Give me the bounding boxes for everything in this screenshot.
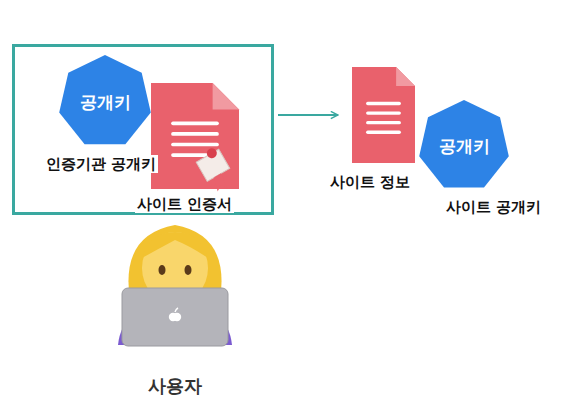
document-fold (396, 67, 415, 86)
certificate-seal (194, 145, 238, 195)
document-line (368, 111, 400, 114)
user-fringe (142, 232, 208, 258)
document-line (173, 121, 217, 125)
document-shape (151, 83, 239, 189)
laptop (122, 288, 228, 346)
document-line (368, 131, 400, 134)
key-heptagon: 공개키인증기관 공개키 (58, 55, 152, 149)
heptagon-shape (59, 55, 151, 144)
key-label-holder: 공개키 (58, 55, 152, 149)
group-box: 공개키인증기관 공개키사이트 인증서 (12, 44, 274, 215)
user-eye (159, 265, 166, 275)
shape-outline (352, 67, 415, 163)
document-line (173, 132, 217, 136)
document-line (368, 121, 400, 124)
caption-label: 사이트 인증서 (135, 195, 234, 213)
document-icon: 사이트 인증서 (151, 83, 239, 189)
key-heptagon: 공개키사이트 공개키 (418, 100, 510, 192)
key-label: 공개키 (439, 135, 490, 158)
key-label-holder: 공개키 (418, 100, 510, 192)
document-line (368, 102, 400, 105)
document-line (173, 143, 217, 147)
heptagon-shape (419, 100, 509, 187)
document-shape (352, 67, 415, 163)
caption-label: 사이트 정보 (328, 173, 412, 191)
user-eye (185, 265, 192, 275)
document-fold (213, 83, 239, 109)
key-label: 공개키 (80, 91, 131, 114)
document-icon: 사이트 정보 (352, 67, 415, 163)
flow-arrow (278, 114, 338, 116)
caption-label: 사이트 공개키 (444, 198, 543, 216)
laptop-logo (169, 308, 181, 321)
shape-outline (151, 83, 239, 189)
laptop-edge (122, 288, 228, 346)
user-label: 사용자 (148, 374, 202, 398)
caption-label: 인증기관 공개키 (44, 155, 158, 173)
